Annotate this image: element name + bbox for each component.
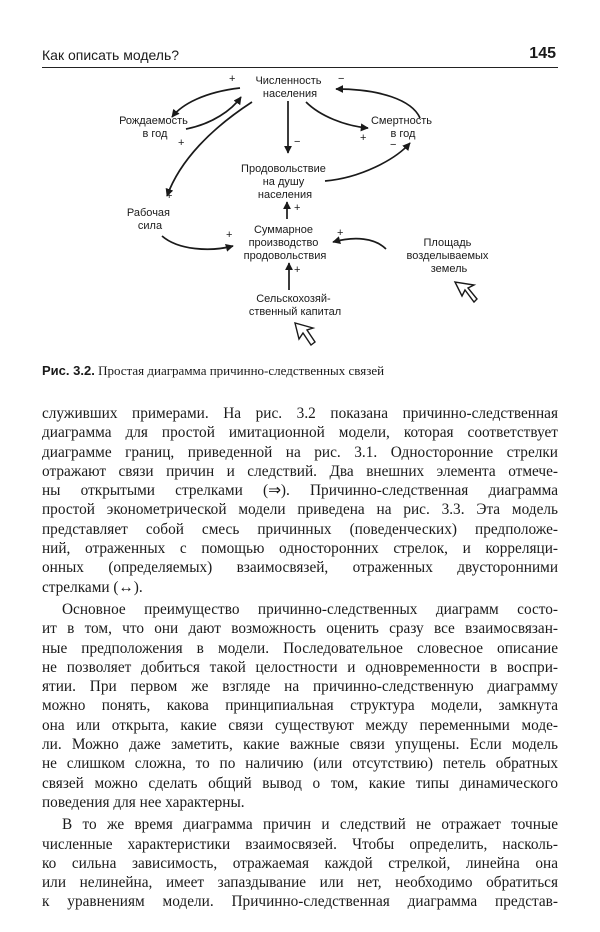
text-line: представляет собой смесь причинных (пове…: [42, 520, 558, 538]
running-header-title: Как описать модель?: [42, 47, 180, 63]
sign-plus-5: +: [294, 202, 300, 214]
sign-plus-4: +: [166, 190, 172, 202]
node-population: Численность населения: [255, 75, 324, 100]
node-total-food-production: Суммарное производство продовольствия: [244, 224, 327, 262]
arrow-birth-to-population: [185, 96, 242, 130]
arrow-population-to-birth: [171, 87, 241, 118]
sign-plus-6: +: [226, 229, 232, 241]
arrow-death-to-population: [335, 85, 421, 119]
text-line: ятии. При первом же взгляде на причинно-…: [42, 678, 558, 696]
node-arable-land: Площадь возделываемых земель: [407, 237, 492, 275]
text-line: не позволяет добиться такой целостности …: [42, 658, 558, 676]
arrow-population-to-labor: [165, 101, 253, 197]
header-rule: [42, 67, 558, 68]
arrow-population-to-death: [305, 101, 369, 132]
text-line: ко сильна зависимость, отражаемая каждой…: [42, 854, 558, 872]
text-line: ний, отраженных с помощью односторонних …: [42, 540, 558, 558]
sign-plus-2: +: [178, 137, 184, 149]
sign-minus-3: −: [390, 139, 396, 151]
node-labor-force: Рабочая сила: [127, 207, 173, 232]
text-line: ны открытыми стрелками (⇒). Причинно-сле…: [42, 482, 558, 500]
text-line: онных (определяемых) взаимосвязей, отраж…: [42, 559, 558, 577]
sign-minus-1: −: [338, 73, 344, 85]
text-line: к уравнениям модели. Причинно-следственн…: [42, 893, 558, 911]
text-line: В то же время диаграмма причин и следств…: [62, 816, 558, 834]
sign-plus-1: +: [229, 73, 235, 85]
arrow-labor-to-total-food: [161, 235, 234, 252]
causal-loop-diagram: Численность населения Рождаемость в год …: [119, 73, 492, 347]
open-arrow-capital-icon: [294, 322, 316, 347]
text-line: поведения для нее характерны.: [42, 793, 245, 811]
sign-plus-8: +: [294, 264, 300, 276]
figure-caption: Рис. 3.2. Простая диаграмма причинно-сле…: [42, 363, 384, 379]
text-line: численные характеристики взаимосвязей. Ч…: [42, 835, 558, 853]
text-line: отражают связи причин и следствий. Два в…: [42, 462, 558, 480]
text-line: простой эконометрической модели приведен…: [42, 501, 558, 519]
text-line: стрелками (↔).: [42, 578, 143, 596]
text-line: Основное преимущество причинно-следствен…: [62, 600, 558, 618]
text-line: ит в том, что они дают возможность оцени…: [42, 620, 558, 638]
figure-caption-label: Рис. 3.2.: [42, 363, 95, 378]
text-line: ли. Можно даже заметить, какие важные св…: [42, 736, 558, 754]
sign-plus-3: +: [360, 132, 366, 144]
page-number: 145: [529, 45, 556, 62]
text-line: не слишком сложна, то по наличию (или от…: [42, 755, 558, 773]
text-line: служивших примерами. На рис. 3.2 показан…: [42, 405, 558, 422]
text-line: диаграмме границ, приведенной на рис. 3.…: [42, 443, 558, 461]
figure-caption-text: Простая диаграмма причинно-следственных …: [94, 363, 385, 378]
node-agricultural-capital: Сельскохозяй- ственный капитал: [249, 293, 341, 318]
node-birth-rate: Рождаемость в год: [119, 115, 191, 140]
text-line: или нелинейна, имеет запаздывание или не…: [42, 874, 558, 892]
node-death-rate: Смертность в год: [371, 115, 435, 140]
arrow-food-per-capita-to-death: [324, 142, 411, 182]
text-line: она или открыта, какие связи существуют …: [42, 716, 558, 734]
arrow-land-to-total-food: [332, 236, 387, 250]
sign-minus-2: −: [294, 136, 300, 148]
text-line: ные предположения в модели. Последовател…: [42, 639, 558, 657]
text-line: диаграмма для простой имитационной модел…: [42, 424, 558, 442]
open-arrow-land-icon: [453, 281, 478, 304]
text-line: связей можно сделать общий вывод о том, …: [42, 774, 558, 792]
text-line: можно понять, какова принципиальная стру…: [42, 697, 558, 715]
body-text: служивших примерами. На рис. 3.2 показан…: [42, 404, 558, 912]
sign-plus-7: +: [337, 227, 343, 239]
node-food-per-capita: Продовольствие на душу населения: [241, 163, 329, 201]
